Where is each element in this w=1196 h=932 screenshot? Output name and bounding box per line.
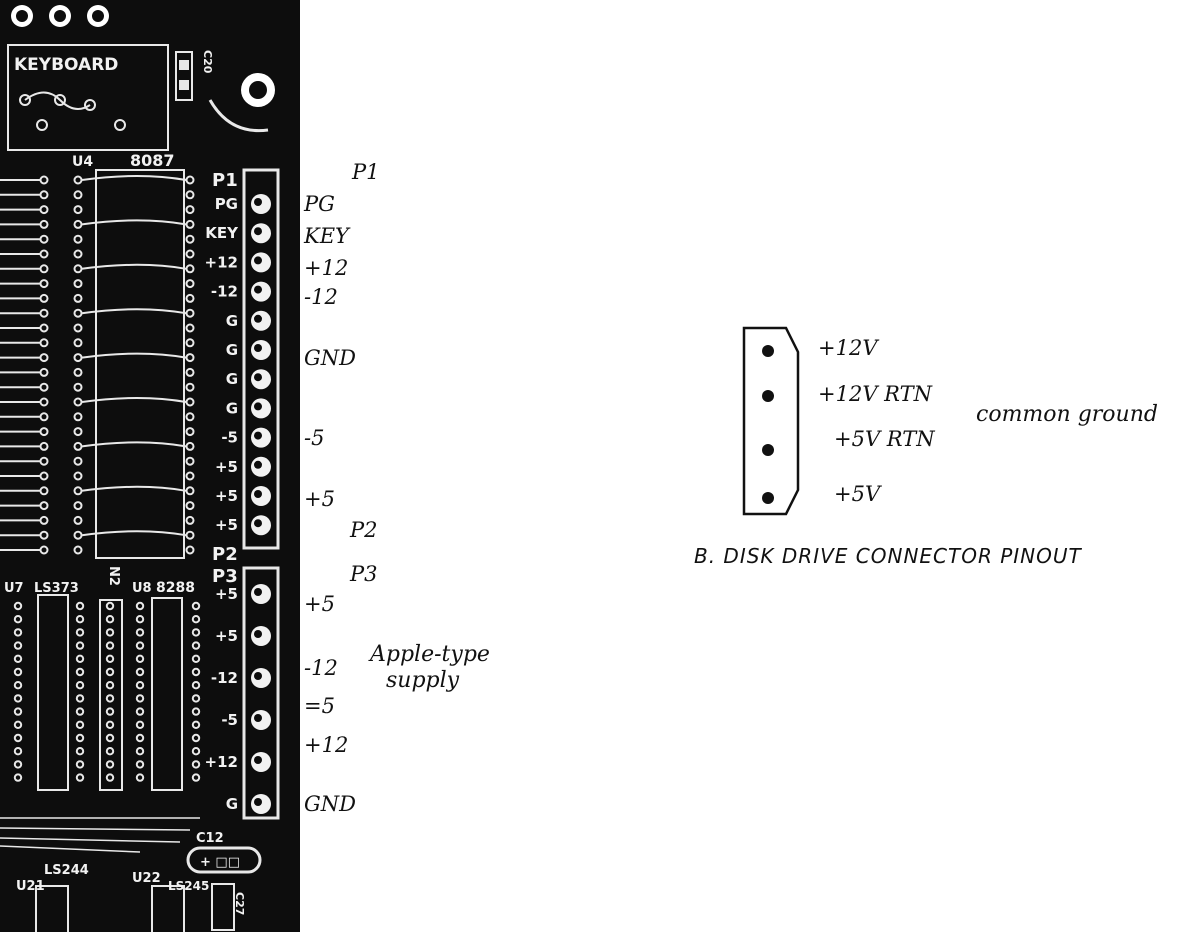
silk-ls245: LS245 — [168, 879, 209, 893]
p1-silk-label: +5 — [215, 458, 238, 476]
circuit-board-photo: KEYBOARD C20 U4 8087 P1 P2 P3 U7 LS373 N… — [0, 0, 300, 932]
silk-p1: P1 — [212, 170, 238, 191]
p3-pin-minus5: =5 — [304, 694, 335, 718]
p1-silk-label: G — [226, 341, 238, 359]
p3-pin-minus12: -12 — [304, 656, 338, 680]
disk-label-plus12v: +12V — [818, 336, 878, 360]
p1-silk-label: +5 — [215, 516, 238, 534]
silk-c27: C27 — [233, 892, 246, 915]
silk-ls373: LS373 — [34, 581, 79, 596]
silk-keyboard: KEYBOARD — [14, 55, 118, 75]
disk-label-plus5v-rtn: +5V RTN — [834, 427, 935, 451]
silk-c12: C12 — [196, 831, 224, 846]
disk-pin-1 — [762, 345, 774, 357]
p2-header-label: P2 — [350, 518, 378, 542]
disk-pin-3 — [762, 444, 774, 456]
p1-pin-plus5: +5 — [304, 487, 335, 511]
silk-c12-pins: + □□ — [200, 855, 240, 870]
p1-silk-label: +12 — [205, 253, 238, 271]
disk-connector-caption: B. DISK DRIVE CONNECTOR PINOUT — [694, 544, 1082, 568]
p1-pin-gnd: GND — [304, 346, 356, 370]
p3-silk-label: G — [226, 795, 238, 813]
p1-silk-label: +5 — [215, 487, 238, 505]
p1-silk-label: G — [226, 370, 238, 388]
p1-pin-minus5: -5 — [304, 426, 325, 450]
common-ground-note: common ground — [976, 402, 1158, 427]
p1-silk-label: G — [226, 312, 238, 330]
silk-u8: U8 — [132, 581, 152, 596]
apple-type-note: Apple-type — [370, 642, 490, 667]
p1-silk-label: KEY — [205, 224, 239, 242]
p1-silk-label: G — [226, 399, 238, 417]
p1-silk-label: PG — [215, 195, 238, 213]
p3-pin-plus12: +12 — [304, 733, 349, 757]
p1-silk-label: -5 — [221, 429, 238, 447]
p3-silk-label: -12 — [211, 669, 238, 687]
silk-n2: N2 — [106, 566, 121, 586]
p1-pin-pg: PG — [304, 192, 335, 216]
disk-label-plus12v-rtn: +12V RTN — [818, 382, 932, 406]
silk-u7: U7 — [4, 581, 24, 596]
disk-pin-2 — [762, 390, 774, 402]
p3-pin-gnd: GND — [304, 792, 356, 816]
silk-u21: U21 — [16, 879, 45, 894]
p3-silk-label: +5 — [215, 585, 238, 603]
p1-pin-minus12: -12 — [304, 285, 338, 309]
disk-pin-4 — [762, 492, 774, 504]
silk-p2: P2 — [212, 544, 238, 565]
supply-note: supply — [386, 668, 460, 693]
p1-pin-plus12: +12 — [304, 256, 349, 280]
silk-8288: 8288 — [156, 580, 195, 596]
p1-pin-key: KEY — [304, 224, 349, 248]
p3-silk-label: +12 — [205, 753, 238, 771]
p3-silk-label: +5 — [215, 627, 238, 645]
p3-header-label: P3 — [350, 562, 378, 586]
disk-label-plus5v: +5V — [834, 482, 881, 506]
p3-silk-label: -5 — [221, 711, 238, 729]
silk-8087: 8087 — [130, 151, 175, 170]
silk-u22: U22 — [132, 871, 161, 886]
silk-u4: U4 — [72, 154, 93, 170]
silk-p3: P3 — [212, 566, 238, 587]
silk-c20: C20 — [201, 50, 214, 74]
silk-ls244: LS244 — [44, 863, 89, 878]
disk-connector-shape — [742, 326, 800, 516]
p1-silk-label: -12 — [211, 283, 238, 301]
p3-pin-plus5: +5 — [304, 592, 335, 616]
p1-header-label: P1 — [352, 160, 380, 184]
